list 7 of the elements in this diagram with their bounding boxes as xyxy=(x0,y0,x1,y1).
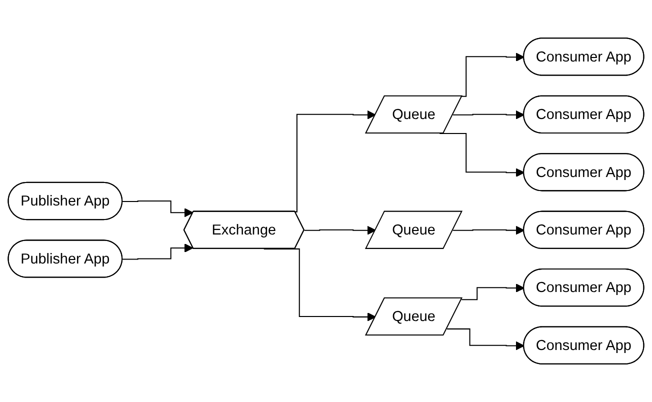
arrow xyxy=(122,243,194,260)
arrow xyxy=(462,284,524,300)
arrow xyxy=(122,200,194,218)
arrow xyxy=(452,110,524,120)
arrow xyxy=(446,328,524,350)
arrow xyxy=(304,226,376,235)
arrow xyxy=(452,226,524,235)
